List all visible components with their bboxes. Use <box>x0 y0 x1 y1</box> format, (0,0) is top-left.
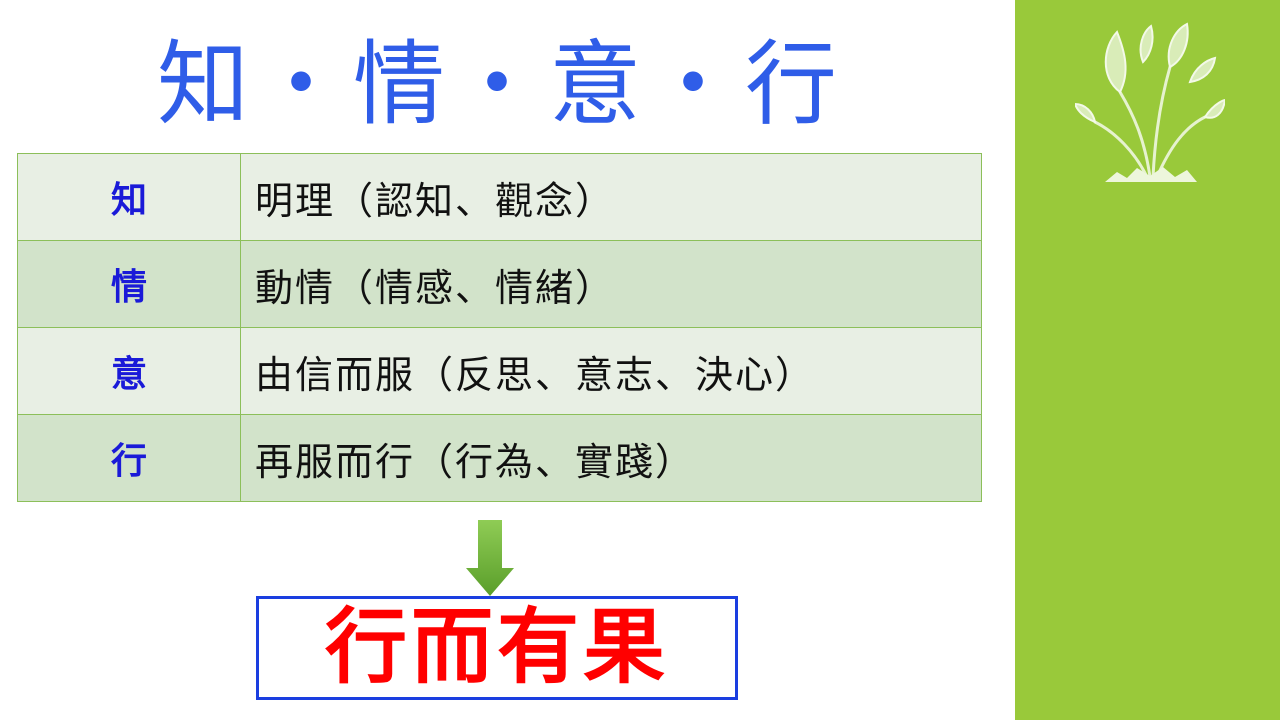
slide-title: 知・情・意・行 <box>156 31 843 138</box>
row-description: 動情（情感、情緒） <box>240 240 982 328</box>
table-row: 行 再服而行（行為、實踐） <box>17 414 982 502</box>
result-text: 行而有果 <box>324 600 669 695</box>
result-box: 行而有果 <box>256 596 738 700</box>
row-key: 意 <box>17 327 241 415</box>
row-description: 明理（認知、觀念） <box>240 153 982 241</box>
row-key: 行 <box>17 414 241 502</box>
side-panel <box>1015 0 1280 720</box>
row-key: 情 <box>17 240 241 328</box>
row-key: 知 <box>17 153 241 241</box>
table-row: 情 動情（情感、情緒） <box>17 240 982 328</box>
row-description: 由信而服（反思、意志、決心） <box>240 327 982 415</box>
down-arrow-icon <box>466 520 514 596</box>
concept-table: 知 明理（認知、觀念） 情 動情（情感、情緒） 意 由信而服（反思、意志、決心）… <box>17 153 982 502</box>
table-row: 知 明理（認知、觀念） <box>17 153 982 241</box>
table-row: 意 由信而服（反思、意志、決心） <box>17 327 982 415</box>
row-description: 再服而行（行為、實踐） <box>240 414 982 502</box>
plant-sprout-icon <box>1075 22 1225 182</box>
